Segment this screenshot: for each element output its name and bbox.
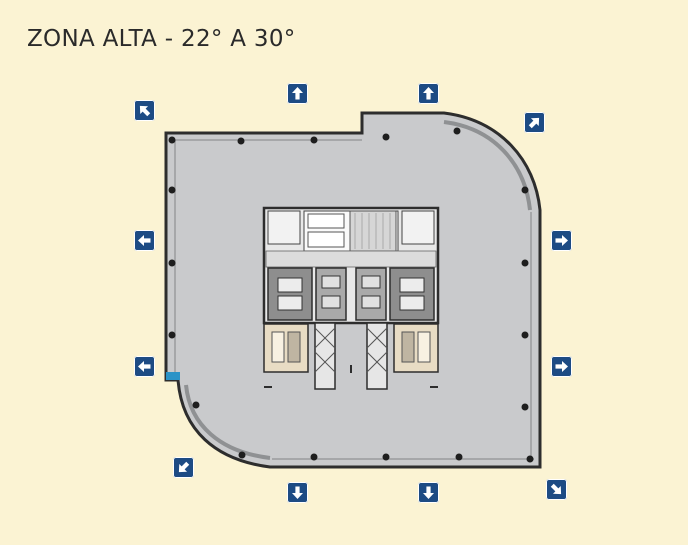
column (238, 451, 246, 459)
shaft-cross (366, 327, 388, 349)
restroom-right (393, 323, 439, 373)
stair-landing (321, 275, 341, 289)
arrow-down-right-icon (550, 483, 562, 495)
nav-button-s1[interactable] (287, 482, 308, 503)
stair-landing (361, 275, 381, 289)
column (521, 331, 529, 339)
arrow-left-icon (138, 361, 151, 372)
elevator-car (277, 277, 303, 293)
shaft-cross (366, 351, 388, 373)
column (168, 186, 176, 194)
nav-button-sw[interactable] (173, 457, 194, 478)
wall-mark (430, 386, 438, 388)
elevator-car (399, 295, 425, 311)
elevator-car (277, 295, 303, 311)
arrow-down-left-icon (178, 461, 190, 473)
shaft-column (314, 322, 336, 390)
elevator-block (389, 267, 435, 321)
column (382, 133, 390, 141)
small-room (307, 213, 345, 229)
columns (168, 127, 534, 463)
column (168, 331, 176, 339)
column (168, 259, 176, 267)
shaft-cross (314, 327, 336, 349)
arrow-up-icon (292, 87, 303, 100)
nav-button-n1[interactable] (287, 83, 308, 104)
nav-button-n2[interactable] (418, 83, 439, 104)
facade-line-sw (184, 384, 271, 460)
nav-button-s2[interactable] (418, 482, 439, 503)
column (192, 401, 200, 409)
column (455, 453, 463, 461)
restroom-fixture (271, 331, 285, 363)
arrow-right-icon (555, 361, 568, 372)
arrow-down-icon (423, 486, 434, 499)
shaft (349, 210, 397, 252)
core-corridor (265, 250, 437, 268)
wall-mark (350, 365, 352, 373)
service-room (267, 210, 301, 245)
arrow-up-left-icon (139, 105, 151, 117)
column (168, 136, 176, 144)
facade-line-ne (443, 120, 532, 211)
column (453, 127, 461, 135)
building-core (262, 206, 440, 325)
nav-button-w2[interactable] (134, 356, 155, 377)
arrow-down-icon (292, 486, 303, 499)
column (521, 403, 529, 411)
column (310, 453, 318, 461)
nav-button-w1[interactable] (134, 230, 155, 251)
stair-landing (361, 295, 381, 309)
elevator-block (267, 267, 313, 321)
restroom-left (263, 323, 309, 373)
arrow-up-right-icon (528, 117, 540, 129)
column (237, 137, 245, 145)
shaft-cross (314, 351, 336, 373)
nav-button-nw[interactable] (134, 100, 155, 121)
wall-mark (264, 386, 272, 388)
small-room (307, 231, 345, 248)
service-room (401, 210, 435, 245)
restroom-fixture (417, 331, 431, 363)
column (521, 259, 529, 267)
nav-button-e2[interactable] (551, 356, 572, 377)
column (521, 186, 529, 194)
nav-button-se[interactable] (546, 479, 567, 500)
column (526, 455, 534, 463)
column (310, 136, 318, 144)
restroom-fixture (287, 331, 301, 363)
shaft-column (366, 322, 388, 390)
nav-button-ne[interactable] (524, 112, 545, 133)
nav-button-e1[interactable] (551, 230, 572, 251)
stair-landing (321, 295, 341, 309)
elevator-car (399, 277, 425, 293)
page-title: ZONA ALTA - 22° A 30° (27, 26, 296, 52)
facade-accent (166, 372, 180, 380)
column (382, 453, 390, 461)
restroom-fixture (401, 331, 415, 363)
restrooms (263, 323, 439, 373)
arrow-right-icon (555, 235, 568, 246)
lower-shafts (314, 322, 388, 390)
arrow-up-icon (423, 87, 434, 100)
arrow-left-icon (138, 235, 151, 246)
